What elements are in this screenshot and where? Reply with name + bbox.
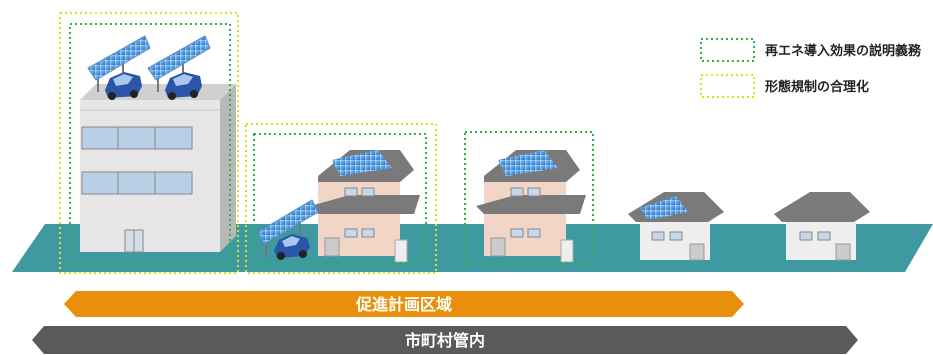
house-icon <box>628 192 724 261</box>
form-regulation-box <box>59 12 239 274</box>
apartment-building-icon <box>80 84 236 253</box>
promotion-zone-label: 促進計画区域 <box>355 295 452 314</box>
solar-carport-icon <box>257 199 319 258</box>
legend-label-form-regulation: 形態規制の合理化 <box>765 79 869 95</box>
car-icon <box>105 72 142 100</box>
legend: 再エネ導入効果の説明義務 形態規制の合理化 <box>700 38 922 98</box>
promotion-zone-band: 促進計画区域 <box>64 291 744 317</box>
legend-swatch-renewable <box>700 38 755 62</box>
legend-swatch-form-regulation <box>700 74 755 98</box>
car-icon <box>274 234 310 260</box>
renewable-explanation-box <box>69 23 231 265</box>
municipality-band: 市町村管内 <box>32 326 858 354</box>
car-icon <box>165 72 202 100</box>
legend-label-renewable: 再エネ導入効果の説明義務 <box>765 43 922 59</box>
renewable-explanation-box <box>253 133 427 264</box>
municipality-label: 市町村管内 <box>405 331 485 350</box>
house-icon <box>774 192 870 261</box>
house-icon <box>476 150 586 263</box>
rooftop-solar-carport-icon <box>87 35 211 92</box>
form-regulation-box <box>245 123 437 274</box>
house-icon <box>310 150 420 263</box>
